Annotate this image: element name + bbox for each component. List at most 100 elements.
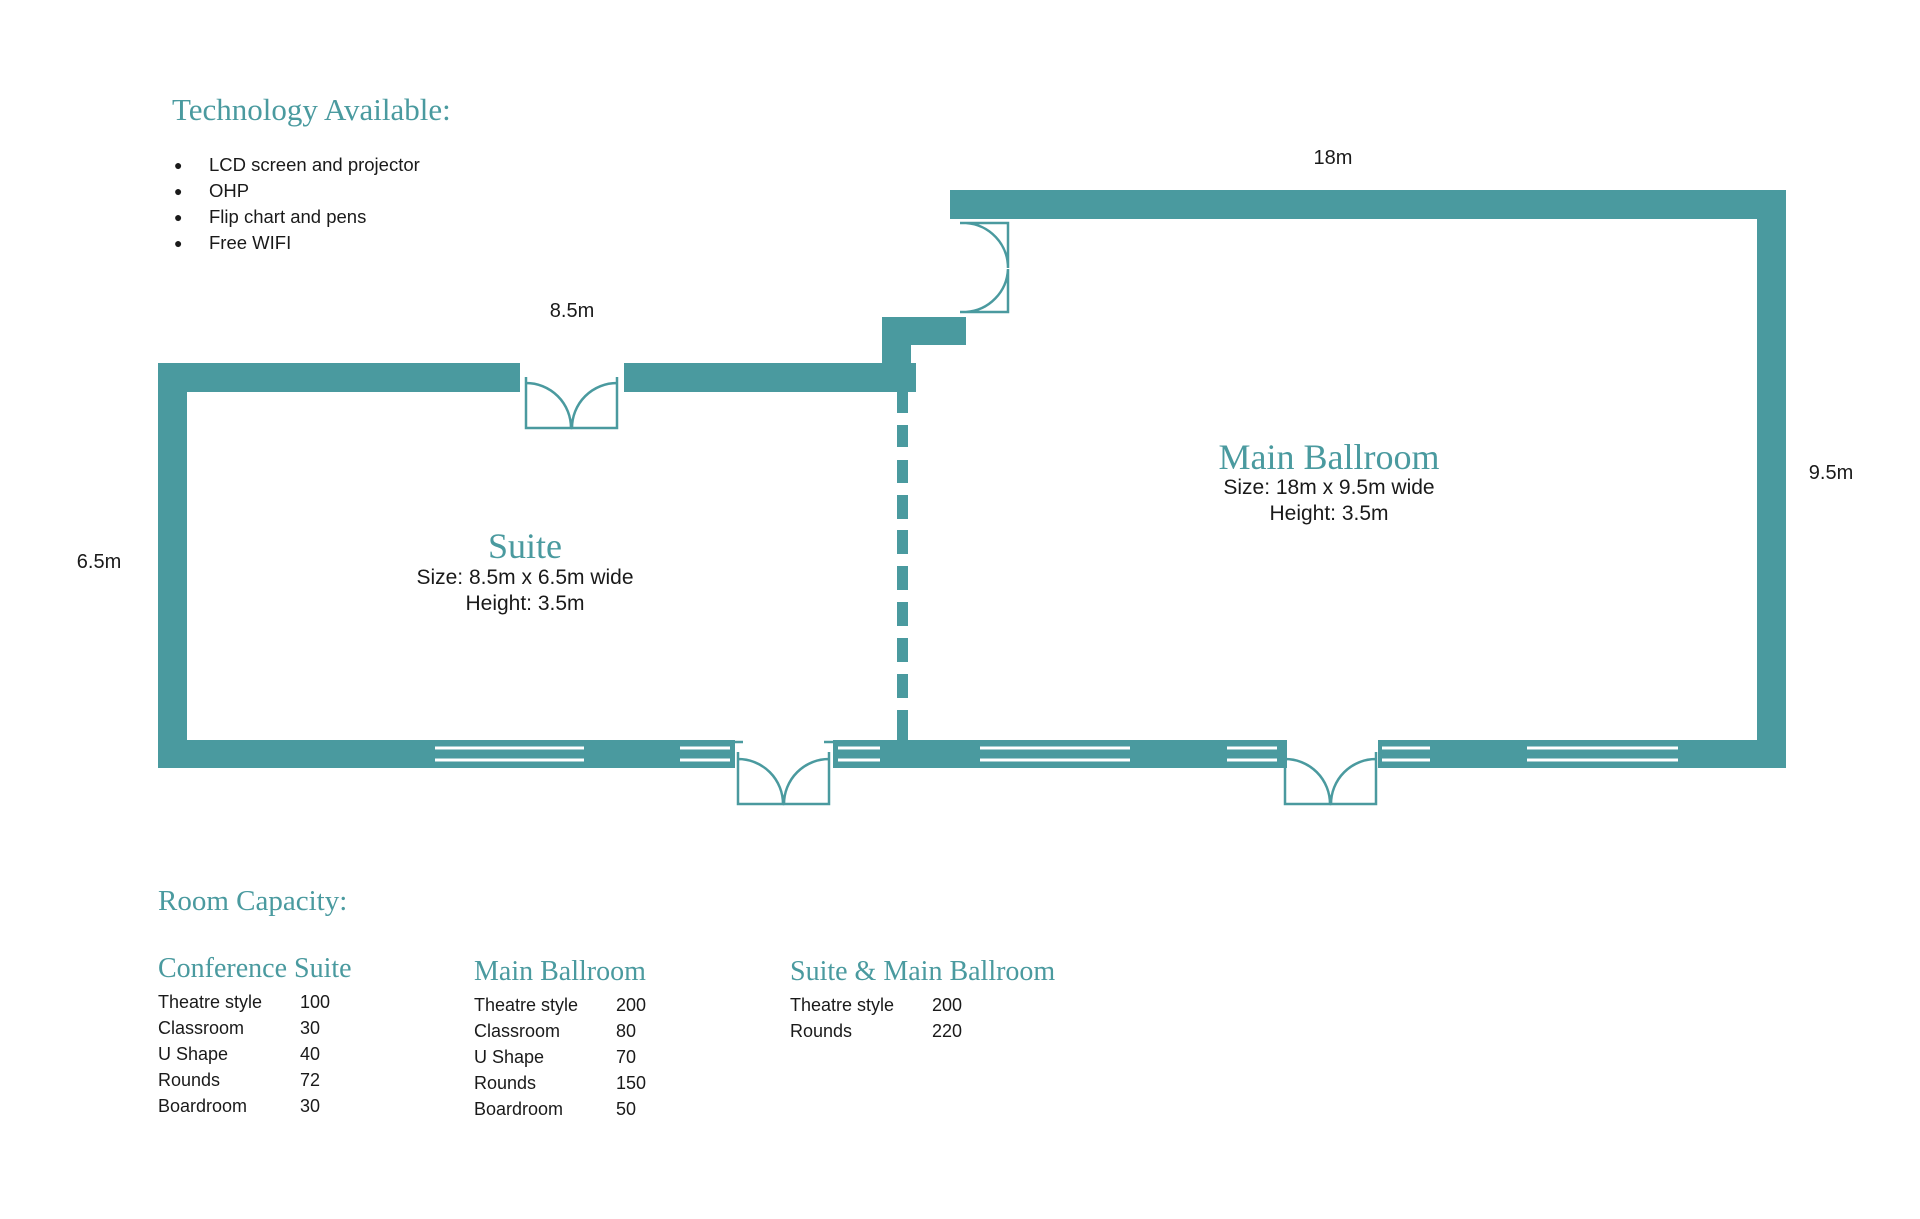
capacity-row-value: 100	[300, 992, 331, 1012]
capacity-row-label: Rounds	[158, 1070, 221, 1090]
technology-item-label: Free WIFI	[209, 232, 292, 253]
capacity-row: Rounds 220	[790, 1018, 1055, 1044]
dimension-ballroom-width: 18m	[1314, 147, 1353, 169]
door-icon	[960, 268, 1010, 314]
capacity-row: Rounds 150	[474, 1070, 646, 1096]
partition-dash	[897, 425, 908, 447]
bullet-icon: ●	[174, 209, 183, 225]
capacity-row-label: Rounds	[790, 1021, 853, 1041]
capacity-row-label: Classroom	[158, 1018, 245, 1038]
ballroom-bottom-wall-right	[1378, 740, 1786, 768]
bullet-icon: ●	[174, 183, 183, 199]
suite-bottom-wall-left	[158, 740, 735, 768]
technology-item: ● LCD screen and projector	[172, 152, 420, 178]
bullet-icon: ●	[174, 235, 183, 251]
partition-dash	[897, 392, 908, 413]
partition-dash	[897, 566, 908, 590]
capacity-row: Rounds 72	[158, 1067, 352, 1093]
dimension-ballroom-depth: 9.5m	[1809, 462, 1853, 484]
capacity-row-value: 72	[300, 1070, 321, 1090]
ballroom-top-wall-stub	[950, 190, 964, 219]
technology-item-label: Flip chart and pens	[209, 206, 367, 227]
capacity-section-title: Conference Suite	[158, 953, 352, 984]
door-icon	[524, 377, 573, 430]
partition-dash	[897, 530, 908, 554]
partition-dash	[897, 495, 908, 519]
technology-item: ● OHP	[172, 178, 420, 204]
partition-dash	[897, 460, 908, 483]
door-icon	[960, 221, 1010, 269]
dimension-suite-depth: 6.5m	[77, 551, 121, 573]
capacity-row: Theatre style 200	[474, 992, 646, 1018]
walls	[158, 190, 1786, 768]
suite-top-wall-right	[624, 363, 916, 392]
capacity-row-value: 30	[300, 1096, 321, 1116]
capacity-row-label: Classroom	[474, 1021, 561, 1041]
capacity-row: Theatre style 200	[790, 992, 1055, 1018]
capacity-row-label: U Shape	[158, 1044, 229, 1064]
capacity-row-value: 220	[932, 1021, 963, 1041]
technology-item: ● Free WIFI	[172, 230, 420, 256]
door-icon	[570, 377, 619, 430]
partition-dash	[897, 602, 908, 626]
technology-title: Technology Available:	[172, 92, 451, 127]
capacity-row: Boardroom 50	[474, 1096, 646, 1122]
doors	[524, 221, 1378, 806]
bullet-icon: ●	[174, 157, 183, 173]
ballroom-name: Main Ballroom	[1219, 437, 1440, 477]
technology-list: ● LCD screen and projector ● OHP ● Flip cha…	[172, 152, 420, 256]
capacity-section-main-ballroom: Main Ballroom Theatre style 200 Classroom…	[474, 955, 646, 1122]
capacity-section-conference-suite: Conference Suite Theatre style 100 Classr…	[158, 952, 352, 1119]
capacity-row: Classroom 30	[158, 1015, 352, 1041]
capacity-row: U Shape 40	[158, 1041, 352, 1067]
capacity-row-value: 80	[616, 1021, 637, 1041]
door-icon	[736, 752, 785, 806]
capacity-row: U Shape 70	[474, 1044, 646, 1070]
capacity-row: Theatre style 100	[158, 989, 352, 1015]
suite-size: Size: 8.5m x 6.5m wide	[416, 566, 633, 589]
technology-item-label: LCD screen and projector	[209, 154, 420, 175]
door-icon	[1283, 752, 1332, 806]
capacity-row-value: 50	[616, 1099, 637, 1119]
suite-height: Height: 3.5m	[465, 592, 584, 615]
capacity-row-label: Theatre style	[158, 992, 263, 1012]
dimension-suite-width: 8.5m	[550, 300, 594, 322]
capacity-row-label: U Shape	[474, 1047, 545, 1067]
suite-top-wall-left	[158, 363, 520, 392]
ballroom-top-wall	[950, 190, 1786, 219]
step-wall-short	[950, 317, 966, 345]
capacity-row-label: Theatre style	[790, 995, 895, 1015]
suite-name: Suite	[488, 526, 562, 566]
door-icon	[1329, 752, 1378, 806]
door-icon	[782, 752, 831, 806]
ballroom-size: Size: 18m x 9.5m wide	[1223, 476, 1434, 499]
step-wall-vertical	[882, 317, 911, 392]
capacity-title: Room Capacity:	[158, 885, 348, 917]
capacity-row: Boardroom 30	[158, 1093, 352, 1119]
suite-left-wall	[158, 363, 187, 767]
capacity-row-label: Rounds	[474, 1073, 537, 1093]
capacity-row-value: 40	[300, 1044, 321, 1064]
partition-dash	[897, 638, 908, 662]
capacity-section-suite-and-ballroom: Suite & Main Ballroom Theatre style 200 R…	[790, 955, 1055, 1044]
capacity-row-value: 200	[932, 995, 963, 1015]
capacity-section-title: Suite & Main Ballroom	[790, 956, 1056, 987]
capacity-row-value: 30	[300, 1018, 321, 1038]
partition-dash	[897, 710, 908, 740]
capacity-row-label: Theatre style	[474, 995, 579, 1015]
capacity-row: Classroom 80	[474, 1018, 646, 1044]
partition-dash	[897, 674, 908, 698]
capacity-row-value: 70	[616, 1047, 637, 1067]
windows	[435, 746, 1678, 762]
capacity-row-label: Boardroom	[474, 1099, 564, 1119]
suite-bottom-wall-right	[833, 740, 1287, 768]
capacity-row-value: 150	[616, 1073, 647, 1093]
capacity-row-value: 200	[616, 995, 647, 1015]
ballroom-height: Height: 3.5m	[1269, 502, 1388, 525]
capacity-row-label: Boardroom	[158, 1096, 248, 1116]
technology-item: ● Flip chart and pens	[172, 204, 420, 230]
technology-item-label: OHP	[209, 180, 250, 201]
ballroom-right-wall	[1757, 190, 1786, 768]
capacity-section-title: Main Ballroom	[474, 956, 646, 987]
